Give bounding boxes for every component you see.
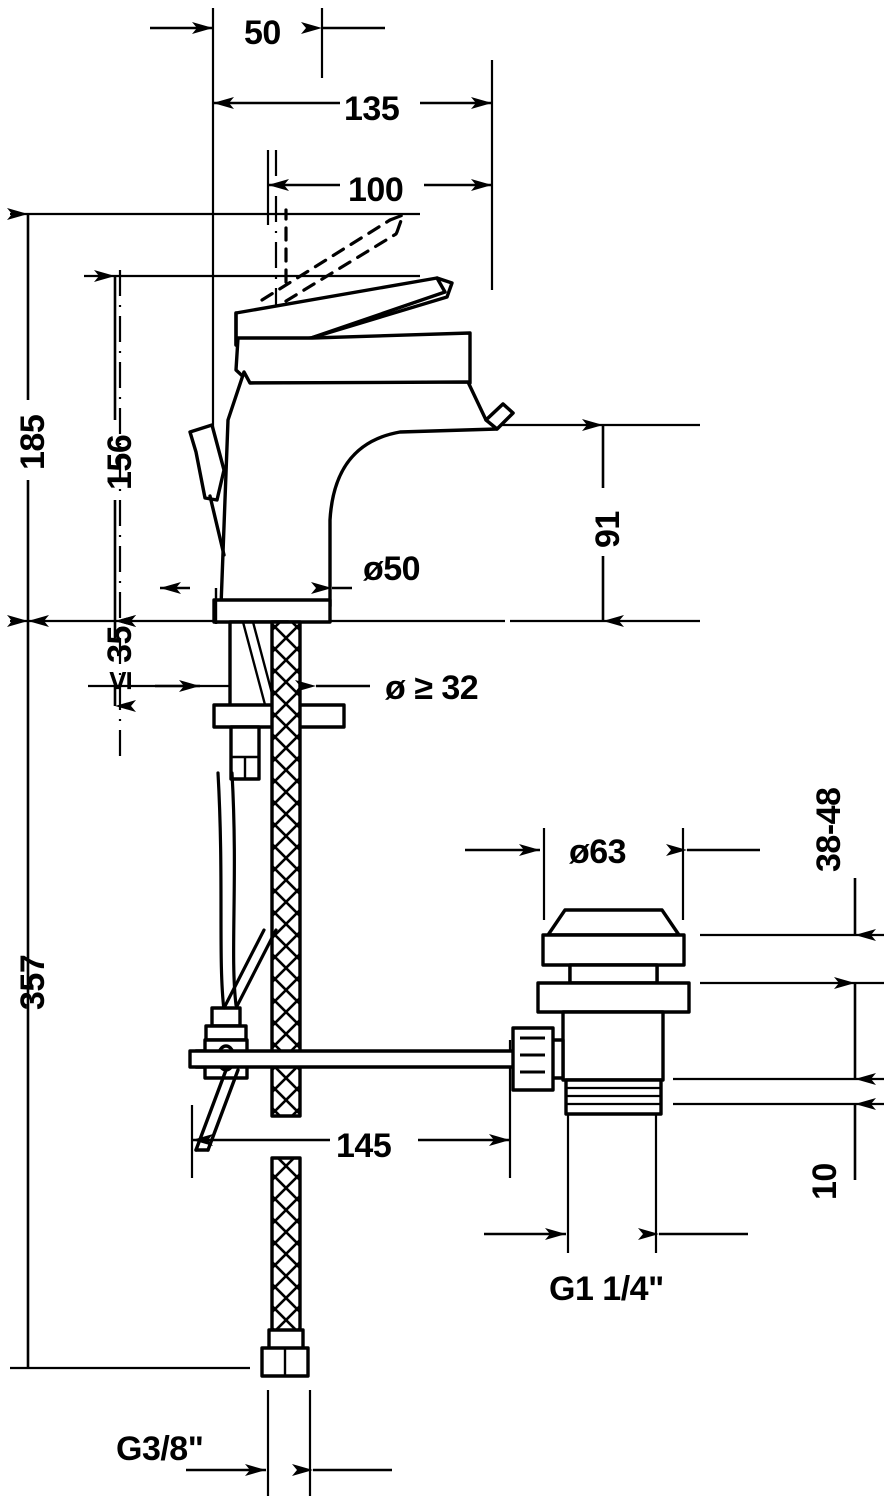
- dim-label-10: 10: [806, 1163, 844, 1200]
- drain-thread-lines: [566, 1086, 661, 1106]
- drain-cap-nut: [511, 1026, 555, 1092]
- dimension-d32: ø ≥ 32: [155, 669, 479, 707]
- dim-label-100: 100: [348, 171, 403, 209]
- dimension-10: 10: [806, 1098, 876, 1200]
- deck-flange: [212, 598, 332, 624]
- drain-neck: [568, 963, 659, 985]
- dim-label-d50: ø50: [363, 550, 420, 588]
- dimension-357: 357: [14, 955, 52, 1010]
- dim-label-185: 185: [14, 415, 52, 470]
- rod-collar-top: [210, 1006, 242, 1028]
- popup-lever-stem: [208, 494, 226, 557]
- dimension-156: 156: [94, 270, 139, 627]
- lift-rod-upper-b: [234, 928, 278, 1010]
- dimension-91: 91: [582, 419, 627, 627]
- dim-label-145: 145: [336, 1127, 391, 1165]
- drain-barrel: [561, 1010, 665, 1082]
- dimension-145: 145: [192, 1127, 510, 1165]
- dimension-g38: G3/8": [116, 1430, 392, 1476]
- flex-hose-upper: [270, 620, 302, 1118]
- cartridge-housing: [234, 331, 472, 385]
- drain-cap-body: [541, 933, 686, 967]
- dim-label-38-48: 38-48: [810, 788, 848, 872]
- lift-rod-upper: [222, 928, 266, 1010]
- faucet-assembly: [188, 208, 572, 1378]
- dimension-d63: ø63: [465, 833, 760, 871]
- nut-detail: [229, 755, 261, 781]
- aerator-outlet: [484, 402, 515, 431]
- rod-collar-mid: [204, 1024, 248, 1042]
- lever-open-position-dashed: [260, 208, 405, 314]
- drain-assembly: [511, 908, 691, 1116]
- lift-rod-lower-b: [206, 1068, 240, 1152]
- dim-label-g125: G1 1/4": [549, 1270, 664, 1308]
- dim-label-d32: ø ≥ 32: [385, 669, 478, 707]
- dim-label-d63: ø63: [569, 833, 626, 871]
- popup-lever-knob: [188, 423, 226, 502]
- dimension-d50: ø50: [160, 550, 421, 624]
- dim-label-135: 135: [344, 90, 399, 128]
- drain-flange: [536, 981, 691, 1014]
- dim-label-357: 357: [14, 955, 52, 1010]
- drain-cap-nut-ribs: [520, 1036, 545, 1074]
- dimension-g125: G1 1/4": [484, 1228, 748, 1308]
- dim-label-35: ≤ 35: [101, 626, 139, 690]
- flex-hose-lower: [270, 1156, 302, 1348]
- dimension-100: 100: [268, 171, 492, 209]
- dim-label-91: 91: [589, 511, 627, 548]
- dim-label-50: 50: [244, 14, 281, 52]
- dimension-185: 185: [7, 208, 52, 627]
- lever-handle-tip: [309, 276, 447, 340]
- dimension-38-48: 38-48: [810, 788, 876, 1085]
- dimension-35: ≤ 35: [7, 615, 139, 1368]
- drain-cap-top: [546, 908, 681, 937]
- dimension-50: 50: [150, 14, 385, 52]
- dimension-135: 135: [213, 90, 492, 128]
- popup-rod-upper: [216, 771, 226, 1012]
- dim-label-156: 156: [101, 435, 139, 490]
- dim-label-g38: G3/8": [116, 1430, 203, 1468]
